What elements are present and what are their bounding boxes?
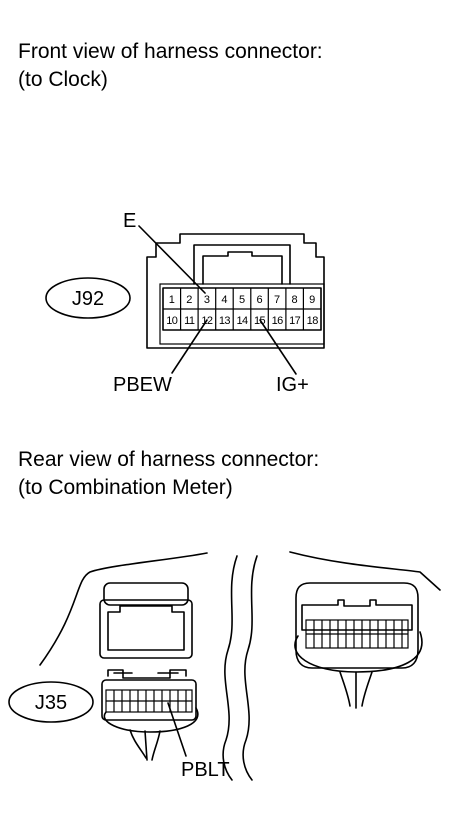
ig-label: IG+ <box>276 374 309 396</box>
pblt-leader-line <box>167 702 187 757</box>
j92-inner-frame <box>159 283 325 345</box>
pin-17: 17 <box>289 315 301 327</box>
meter-outline-left <box>39 552 208 666</box>
pin-13: 13 <box>219 315 231 327</box>
front-caption-line1: Front view of harness connector: <box>18 40 323 63</box>
front-view-caption: Front view of harness connector: (to Clo… <box>18 38 323 94</box>
pin-1: 1 <box>169 294 175 306</box>
e-label: E <box>123 210 136 232</box>
connector-j35: J35 PBLT <box>8 669 230 781</box>
pin-7: 7 <box>274 294 280 306</box>
j92-tag <box>45 277 131 319</box>
pin-16: 16 <box>272 315 284 327</box>
rear-caption-line1: Rear view of harness connector: <box>18 448 320 471</box>
break-line-1 <box>222 555 238 781</box>
meter-outline-right <box>289 551 441 591</box>
j92-pin-dividers <box>180 288 304 330</box>
pbew-leader-line <box>171 319 208 374</box>
e-leader-line <box>138 225 206 294</box>
j92-tag-label: J92 <box>72 288 104 310</box>
j92-latch <box>193 244 291 285</box>
right-connector-pin-dividers <box>313 620 403 648</box>
j35-tag <box>8 681 94 723</box>
j92-housing <box>146 233 325 349</box>
pin-6: 6 <box>256 294 262 306</box>
pin-3: 3 <box>204 294 210 306</box>
rear-caption-line2: (to Combination Meter) <box>18 476 233 499</box>
front-caption-line2: (to Clock) <box>18 68 108 91</box>
j92-pins-top: 1 2 3 4 5 6 7 8 9 <box>169 294 316 306</box>
ig-leader-line <box>259 319 297 375</box>
pin-9: 9 <box>309 294 315 306</box>
j35-tag-label: J35 <box>35 692 67 714</box>
connector-j92: 1 2 3 4 5 6 7 8 9 10 11 12 13 14 15 16 1… <box>45 210 325 396</box>
rear-view-caption: Rear view of harness connector: (to Comb… <box>18 446 319 502</box>
pin-14: 14 <box>236 315 248 327</box>
pblt-label: PBLT <box>181 759 230 781</box>
pin-5: 5 <box>239 294 245 306</box>
pin-10: 10 <box>166 315 178 327</box>
rear-view-assembly: J35 PBLT <box>8 551 441 781</box>
pin-4: 4 <box>221 294 227 306</box>
right-connector <box>294 582 423 709</box>
upper-left-connector <box>99 582 193 659</box>
pin-8: 8 <box>292 294 298 306</box>
pin-18: 18 <box>307 315 319 327</box>
pbew-label: PBEW <box>113 374 172 396</box>
pin-11: 11 <box>184 315 195 327</box>
j92-pins-bottom: 10 11 12 13 14 15 16 17 18 <box>166 315 319 327</box>
break-line-2 <box>242 555 258 781</box>
j35-pin-dividers <box>113 690 187 712</box>
pin-2: 2 <box>186 294 192 306</box>
